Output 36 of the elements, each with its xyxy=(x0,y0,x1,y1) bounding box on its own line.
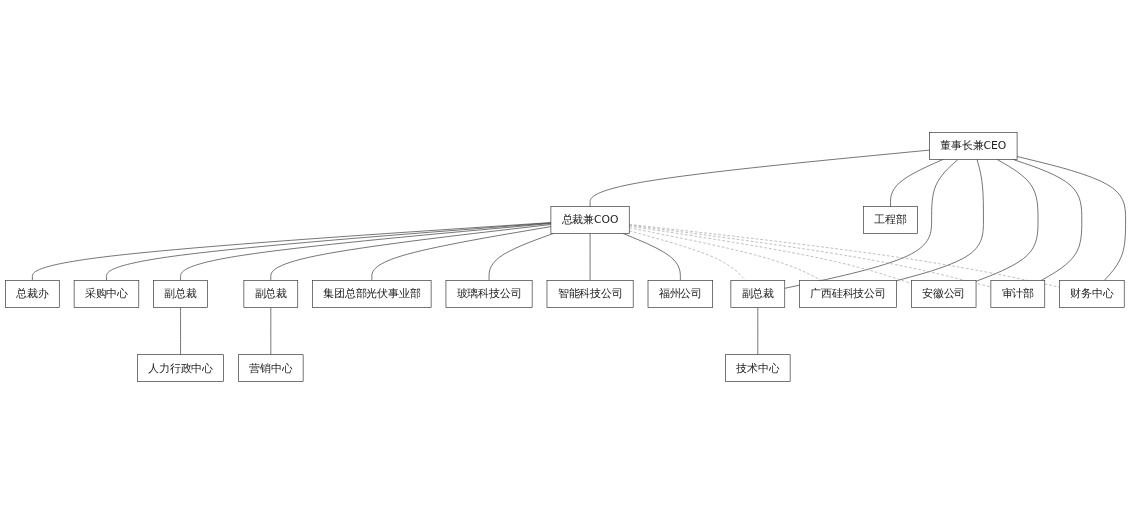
node-box: 安徽公司 xyxy=(911,280,977,308)
connector xyxy=(628,224,1060,288)
connector xyxy=(628,224,992,288)
connector xyxy=(1016,156,1126,281)
connector xyxy=(896,159,984,282)
connector xyxy=(975,159,1039,282)
node-box: 福州公司 xyxy=(647,280,713,308)
connector xyxy=(180,307,181,355)
connector xyxy=(371,226,552,281)
node-box: 财务中心 xyxy=(1059,280,1125,308)
node-box: 采购中心 xyxy=(73,280,140,308)
connector xyxy=(589,233,591,281)
connector xyxy=(589,149,930,207)
connector xyxy=(270,307,272,355)
node-box: 董事长兼CEO xyxy=(929,132,1018,160)
connector xyxy=(628,225,912,284)
node-box: 广西硅科技公司 xyxy=(799,280,897,308)
node-box: 副总裁 xyxy=(730,280,786,308)
node-box: 总裁兼COO xyxy=(550,206,630,234)
connector xyxy=(890,159,944,207)
node-box: 副总裁 xyxy=(153,280,208,308)
connector xyxy=(180,223,552,281)
node-box: 工程部 xyxy=(863,206,918,234)
connector xyxy=(628,230,746,281)
node-box: 营销中心 xyxy=(238,354,304,382)
node-box: 智能科技公司 xyxy=(546,280,634,308)
connector xyxy=(270,224,552,281)
connector xyxy=(784,159,959,289)
node-box: 人力行政中心 xyxy=(137,354,224,382)
node-box: 总裁办 xyxy=(5,280,60,308)
node-box: 副总裁 xyxy=(243,280,299,308)
node-box: 审计部 xyxy=(990,280,1046,308)
node-box: 玻璃科技公司 xyxy=(445,280,533,308)
node-box: 技术中心 xyxy=(725,354,791,382)
connector xyxy=(757,307,759,355)
node-box: 集团总部光伏事业部 xyxy=(312,280,432,308)
